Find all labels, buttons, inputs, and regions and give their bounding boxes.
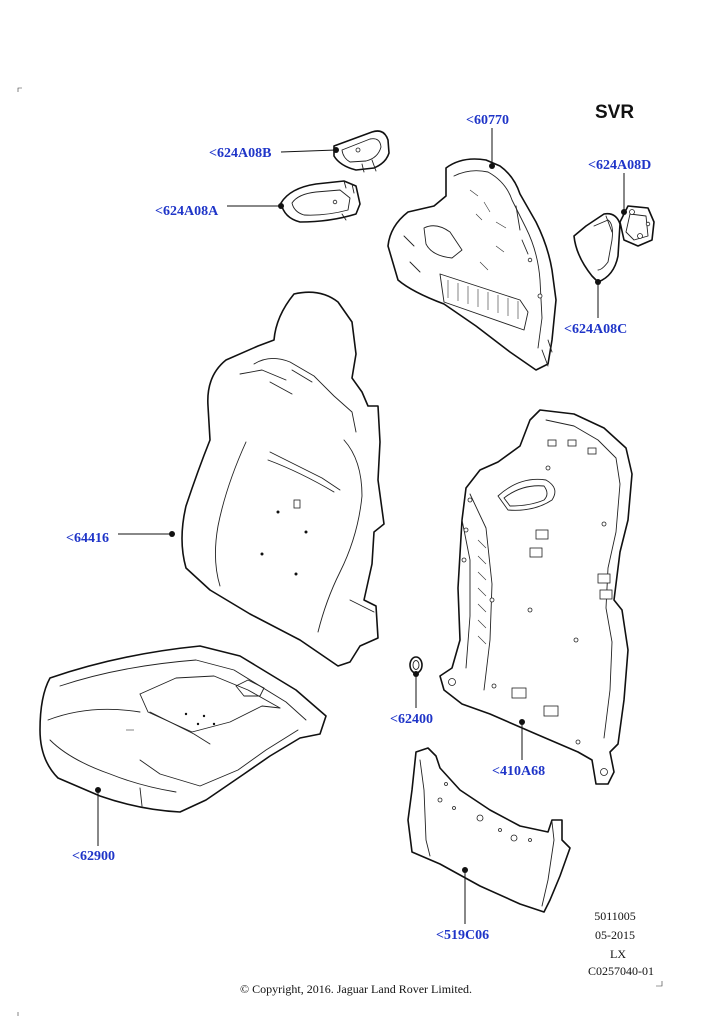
reference-line-4: C0257040-01 — [588, 964, 654, 978]
part-64416[interactable] — [181, 291, 385, 667]
callout-62400[interactable]: <62400 — [390, 712, 433, 727]
part-624A08A[interactable] — [280, 180, 361, 223]
callout-410A68[interactable]: <410A68 — [492, 764, 545, 779]
callout-624A08B[interactable]: <624A08B — [209, 146, 271, 161]
reference-line-1: 5011005 — [594, 909, 636, 923]
reference-line-2: 05-2015 — [595, 928, 635, 942]
part-410A68[interactable] — [439, 409, 633, 785]
reference-block: 5011005 05-2015 LX C0257040-01 — [588, 909, 654, 978]
part-624A08B[interactable] — [333, 130, 390, 173]
leader-lines — [95, 128, 627, 924]
part-624A08C[interactable] — [573, 212, 621, 283]
callout-624A08A[interactable]: <624A08A — [155, 204, 219, 219]
corner-mark-bottom-right — [656, 981, 663, 987]
callout-60770[interactable]: <60770 — [466, 113, 509, 128]
corner-mark-top-left — [17, 87, 22, 92]
part-62900[interactable] — [39, 645, 327, 813]
part-624A08D[interactable] — [619, 205, 655, 247]
part-519C06[interactable] — [407, 747, 571, 913]
callout-624A08C[interactable]: <624A08C — [564, 322, 627, 337]
callout-64416[interactable]: <64416 — [66, 531, 109, 546]
callout-624A08D[interactable]: <624A08D — [588, 158, 651, 173]
part-60770[interactable] — [387, 158, 557, 371]
copyright-notice: © Copyright, 2016. Jaguar Land Rover Lim… — [240, 982, 472, 996]
callout-519C06[interactable]: <519C06 — [436, 928, 489, 943]
reference-line-3: LX — [610, 947, 626, 961]
callout-62900[interactable]: <62900 — [72, 849, 115, 864]
variant-label: SVR — [595, 102, 634, 123]
part-62400[interactable] — [409, 656, 423, 674]
